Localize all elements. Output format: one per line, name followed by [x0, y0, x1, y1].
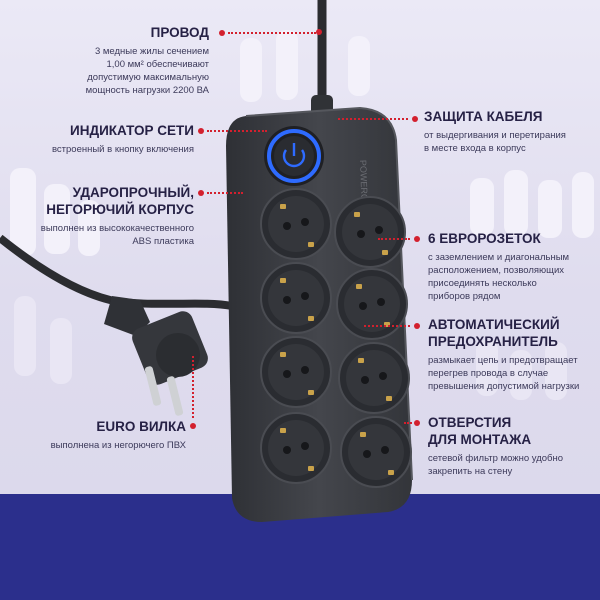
callout-fuse: АВТОМАТИЧЕСКИЙ ПРЕДОХРАНИТЕЛЬ размыкает … [428, 316, 598, 393]
callout-housing: УДАРОПРОЧНЫЙ, НЕГОРЮЧИЙ КОРПУС выполнен … [14, 184, 194, 248]
callout-sockets: 6 ЕВРОРОЗЕТОК с заземлением и диагональн… [428, 230, 596, 303]
euro-socket [340, 416, 412, 488]
euro-socket [260, 412, 332, 484]
power-button [264, 126, 324, 186]
euro-socket [336, 268, 408, 340]
callout-cable-protection-desc: от выдергивания и перетирания в месте вх… [424, 130, 566, 154]
euro-socket [338, 342, 410, 414]
callout-indicator: ИНДИКАТОР СЕТИ встроенный в кнопку включ… [14, 122, 194, 156]
callout-fuse-title: АВТОМАТИЧЕСКИЙ ПРЕДОХРАНИТЕЛЬ [428, 317, 560, 349]
side-cable [0, 234, 233, 310]
callout-mounting-desc: сетевой фильтр можно удобно закрепить на… [428, 453, 564, 477]
callout-mounting-title: ОТВЕРСТИЯ ДЛЯ МОНТАЖА [428, 415, 532, 447]
callout-cable-protection: ЗАЩИТА КАБЕЛЯ от выдергивания и перетира… [424, 108, 596, 155]
euro-socket [260, 336, 332, 408]
callout-sockets-desc: с заземлением и диагональным расположени… [428, 252, 570, 302]
callout-fuse-desc: размыкает цепь и предотвращает перегрев … [428, 355, 580, 392]
callout-mounting: ОТВЕРСТИЯ ДЛЯ МОНТАЖА сетевой фильтр мож… [428, 414, 596, 478]
callout-sockets-title: 6 ЕВРОРОЗЕТОК [428, 231, 541, 246]
callout-plug-desc: выполнена из негорючего ПВХ [50, 440, 186, 451]
callout-cable-protection-title: ЗАЩИТА КАБЕЛЯ [424, 109, 543, 124]
callout-plug-title: EURO ВИЛКА [96, 419, 186, 434]
callout-cable-desc: 3 медные жилы сечением 1,00 мм² обеспечи… [85, 46, 209, 96]
callout-indicator-desc: встроенный в кнопку включения [51, 144, 194, 155]
euro-plug [104, 296, 208, 416]
callout-plug: EURO ВИЛКА выполнена из негорючего ПВХ [14, 418, 186, 452]
callout-cable: ПРОВОД 3 медные жилы сечением 1,00 мм² о… [24, 24, 209, 97]
euro-socket [260, 188, 332, 260]
euro-socket [260, 262, 332, 334]
euro-socket [334, 196, 406, 268]
callout-indicator-title: ИНДИКАТОР СЕТИ [70, 123, 194, 138]
callout-cable-title: ПРОВОД [150, 25, 209, 40]
callout-housing-title: УДАРОПРОЧНЫЙ, НЕГОРЮЧИЙ КОРПУС [46, 185, 194, 217]
callout-housing-desc: выполнен из высококачественного ABS плас… [40, 223, 194, 247]
